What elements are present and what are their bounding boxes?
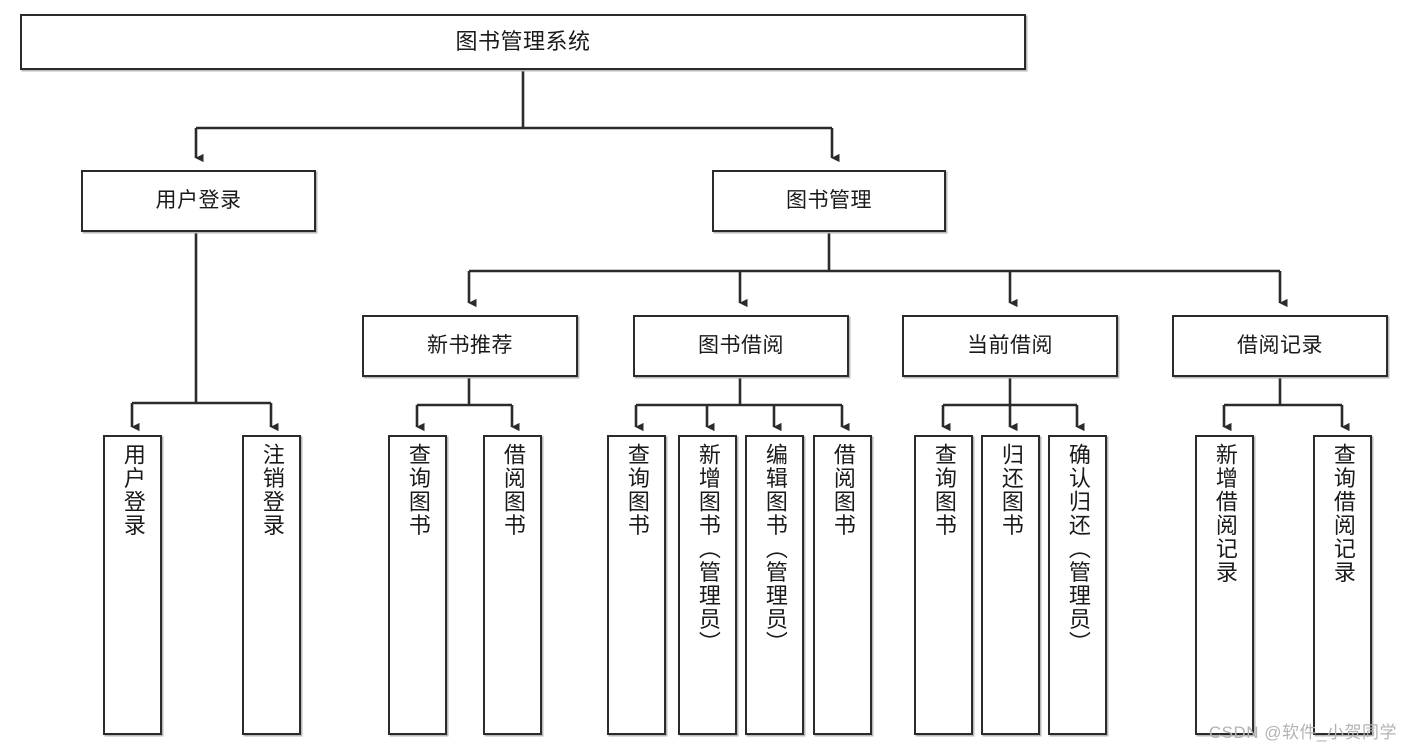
node-label: 图书借阅 [698, 333, 784, 357]
node-label: 图书管理系统 [455, 29, 591, 55]
node-user-login[interactable]: 用户登录 [81, 170, 316, 232]
node-leaf-query-book-2[interactable]: 查询图书 [607, 435, 666, 735]
node-borrow-record[interactable]: 借阅记录 [1172, 315, 1388, 377]
node-leaf-add-record[interactable]: 新增借阅记录 [1195, 435, 1254, 735]
node-root-system[interactable]: 图书管理系统 [20, 14, 1026, 70]
node-leaf-borrow-book-1[interactable]: 借阅图书 [483, 435, 542, 735]
node-leaf-add-book[interactable]: 新增图书（管理员） [678, 435, 737, 735]
node-leaf-query-book-1[interactable]: 查询图书 [388, 435, 447, 735]
node-label: 查询图书 [624, 443, 650, 537]
node-leaf-return-book[interactable]: 归还图书 [981, 435, 1040, 735]
node-label: 用户登录 [120, 443, 146, 537]
node-label: 借阅记录 [1237, 333, 1323, 357]
node-book-borrow[interactable]: 图书借阅 [633, 315, 849, 377]
node-leaf-edit-book[interactable]: 编辑图书（管理员） [745, 435, 804, 735]
node-leaf-query-book-3[interactable]: 查询图书 [914, 435, 973, 735]
node-leaf-confirm-return[interactable]: 确认归还（管理员） [1048, 435, 1107, 735]
node-label: 查询借阅记录 [1330, 443, 1356, 584]
node-leaf-user-login[interactable]: 用户登录 [103, 435, 162, 735]
node-label: 注销登录 [259, 443, 285, 537]
node-leaf-query-record[interactable]: 查询借阅记录 [1313, 435, 1372, 735]
node-leaf-borrow-book-2[interactable]: 借阅图书 [813, 435, 872, 735]
node-label: 新增借阅记录 [1212, 443, 1238, 584]
node-label: 查询图书 [931, 443, 957, 537]
node-label: 确认归还（管理员） [1065, 443, 1091, 655]
node-label: 用户登录 [155, 188, 242, 212]
watermark-text: CSDN @软件_小贺同学 [1208, 723, 1397, 742]
node-book-management[interactable]: 图书管理 [712, 170, 946, 232]
node-label: 归还图书 [998, 443, 1024, 537]
node-leaf-logout-login[interactable]: 注销登录 [242, 435, 301, 735]
node-label: 新增图书（管理员） [695, 443, 721, 655]
node-label: 编辑图书（管理员） [762, 443, 788, 655]
node-current-borrow[interactable]: 当前借阅 [902, 315, 1118, 377]
node-new-book-recommend[interactable]: 新书推荐 [362, 315, 578, 377]
node-label: 当前借阅 [967, 333, 1053, 357]
node-label: 查询图书 [405, 443, 431, 537]
node-label: 借阅图书 [830, 443, 856, 537]
node-label: 新书推荐 [427, 333, 513, 357]
node-label: 借阅图书 [500, 443, 526, 537]
node-label: 图书管理 [786, 188, 872, 212]
